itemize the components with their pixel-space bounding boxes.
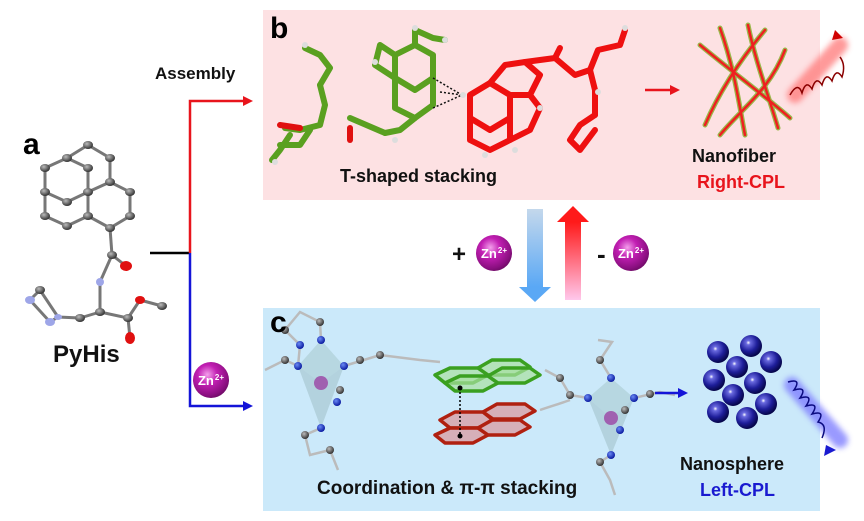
nanosphere-particle xyxy=(744,372,766,394)
remove-zinc-up-arrow xyxy=(565,222,581,300)
zinc-arrow-head xyxy=(243,401,253,411)
panel-c-letter: c xyxy=(270,306,287,339)
zinc-path-line xyxy=(188,253,243,408)
nanosphere-illustration xyxy=(703,335,782,429)
zinc-ion-charge: 2+ xyxy=(497,245,507,255)
red-pyrene-ring-stack xyxy=(433,402,537,445)
nanosphere-particle xyxy=(707,401,729,423)
nanosphere-particle xyxy=(726,356,748,378)
green-pyrene-ring-stack xyxy=(433,358,542,393)
nanosphere-particle xyxy=(722,384,744,406)
left-cpl-label: Left-CPL xyxy=(700,480,775,500)
switch-arrows xyxy=(519,206,589,302)
right-cpl-helix-icon xyxy=(787,30,848,103)
zinc-ion-charge: 2+ xyxy=(634,245,644,255)
pyhis-molecule xyxy=(27,143,163,339)
nanosphere-particle xyxy=(740,335,762,357)
red-pyhis-stick-model xyxy=(467,27,628,153)
add-zinc-sign: + xyxy=(452,241,467,268)
zinc-coordination-complex-right xyxy=(544,338,676,496)
right-cpl-label: Right-CPL xyxy=(697,172,785,192)
panel-b-letter: b xyxy=(270,12,289,45)
t-shaped-interaction-lines xyxy=(432,77,463,109)
left-cpl-helix-icon xyxy=(784,377,848,456)
assembly-arrow-head xyxy=(243,96,253,106)
nanosphere-label: Nanosphere xyxy=(680,454,785,474)
zinc-ion-symbol: Zn xyxy=(197,372,214,388)
t-shaped-stacking-label: T-shaped stacking xyxy=(340,166,498,186)
zinc-ion-symbol: Zn xyxy=(480,245,497,261)
pi-centroid-top xyxy=(457,385,463,391)
to-nanofiber-arrow-head xyxy=(670,85,680,95)
zinc-ion-charge: 2+ xyxy=(214,372,224,382)
nanofiber-illustration xyxy=(697,22,793,138)
assembly-path-line xyxy=(188,99,243,253)
assembly-label: Assembly xyxy=(155,64,236,83)
nanosphere-particle xyxy=(755,393,777,415)
nanosphere-particle xyxy=(736,407,758,429)
remove-zinc-sign: - xyxy=(597,239,606,269)
panel-a-letter: a xyxy=(23,128,40,161)
nanosphere-particle xyxy=(760,351,782,373)
zinc-ion-symbol: Zn xyxy=(617,245,634,261)
green-pyhis-stick-model xyxy=(269,27,448,163)
red-hydrogen-atoms xyxy=(460,25,628,158)
green-oxygen-atoms xyxy=(277,122,353,143)
green-hydrogen-atoms xyxy=(272,25,448,165)
to-nanosphere-arrow-head xyxy=(678,388,688,398)
nanosphere-particle xyxy=(703,369,725,391)
branch-connector xyxy=(150,96,253,411)
coordination-stacking-label: Coordination & π-π stacking xyxy=(317,478,578,499)
nanosphere-particle xyxy=(707,341,729,363)
pyhis-label: PyHis xyxy=(53,341,120,368)
pyhis-atoms xyxy=(25,141,167,344)
pi-centroid-bottom xyxy=(457,433,463,439)
linker-bond xyxy=(539,398,571,412)
nanofiber-label: Nanofiber xyxy=(692,146,777,166)
add-zinc-down-arrow xyxy=(527,209,543,287)
zinc-coordination-complex-left xyxy=(264,310,441,471)
